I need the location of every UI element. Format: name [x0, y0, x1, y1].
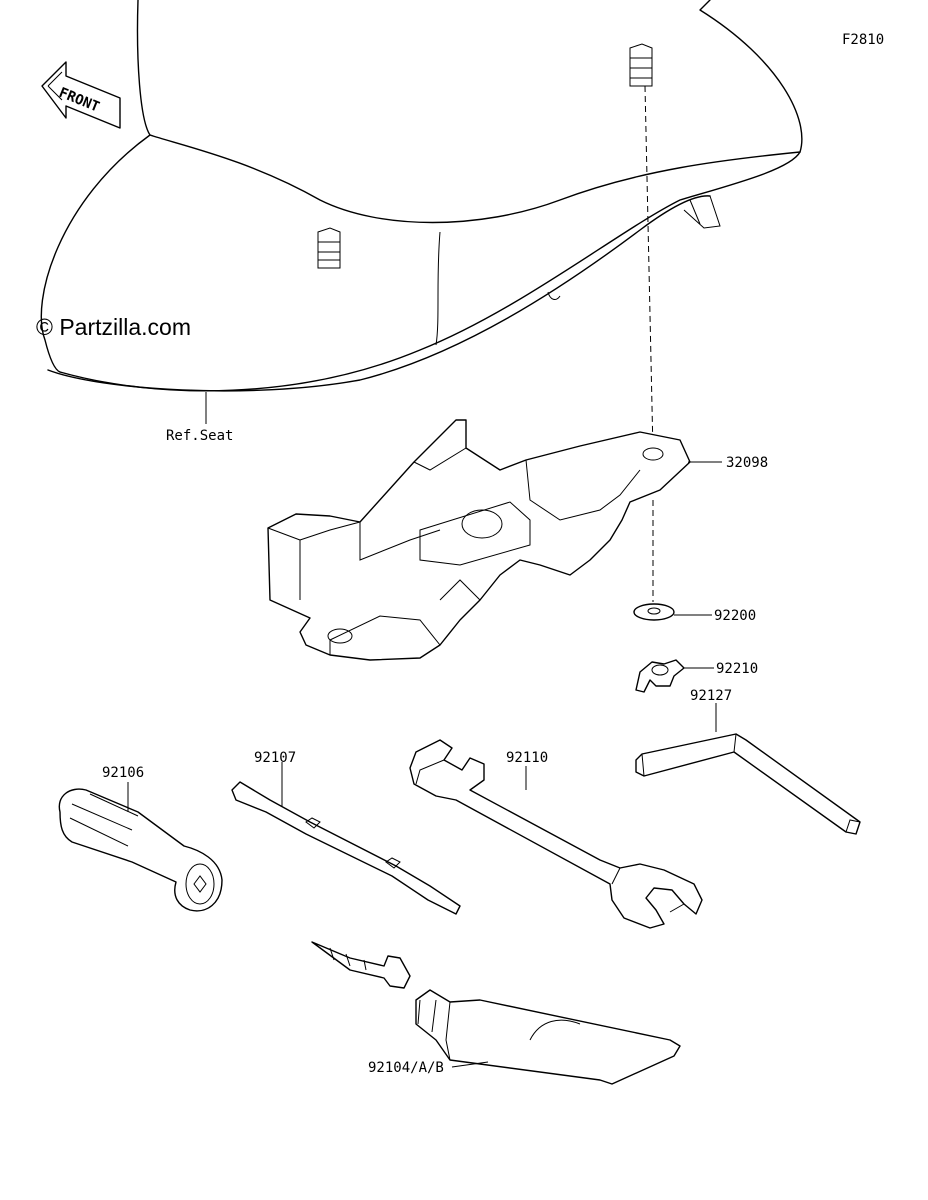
figure-code: F2810 [842, 32, 884, 48]
grease-tube [415, 989, 681, 1085]
front-arrow-icon: FRONT [41, 61, 121, 129]
part-number-92110: 92110 [506, 750, 548, 766]
wing-nut [635, 659, 685, 693]
screwdriver-handle [58, 788, 223, 912]
part-number-32098: 32098 [726, 455, 768, 471]
open-end-wrench [409, 739, 703, 929]
ref-seat-label: Ref.Seat [166, 428, 233, 444]
stud-bolt-icon [629, 43, 653, 87]
screwdriver-bit [231, 781, 461, 915]
seat-outline [40, 0, 803, 392]
part-number-92127: 92127 [690, 688, 732, 704]
watermark: © Partzilla.com [36, 314, 191, 340]
part-number-92107: 92107 [254, 750, 296, 766]
toolkit-bracket [267, 419, 691, 661]
grease-nozzle [311, 941, 411, 989]
washer [633, 603, 675, 621]
hex-key [635, 733, 861, 835]
part-number-92104: 92104/A/B [368, 1060, 444, 1076]
part-number-92210: 92210 [716, 661, 758, 677]
part-number-92106: 92106 [102, 765, 144, 781]
part-number-92200: 92200 [714, 608, 756, 624]
